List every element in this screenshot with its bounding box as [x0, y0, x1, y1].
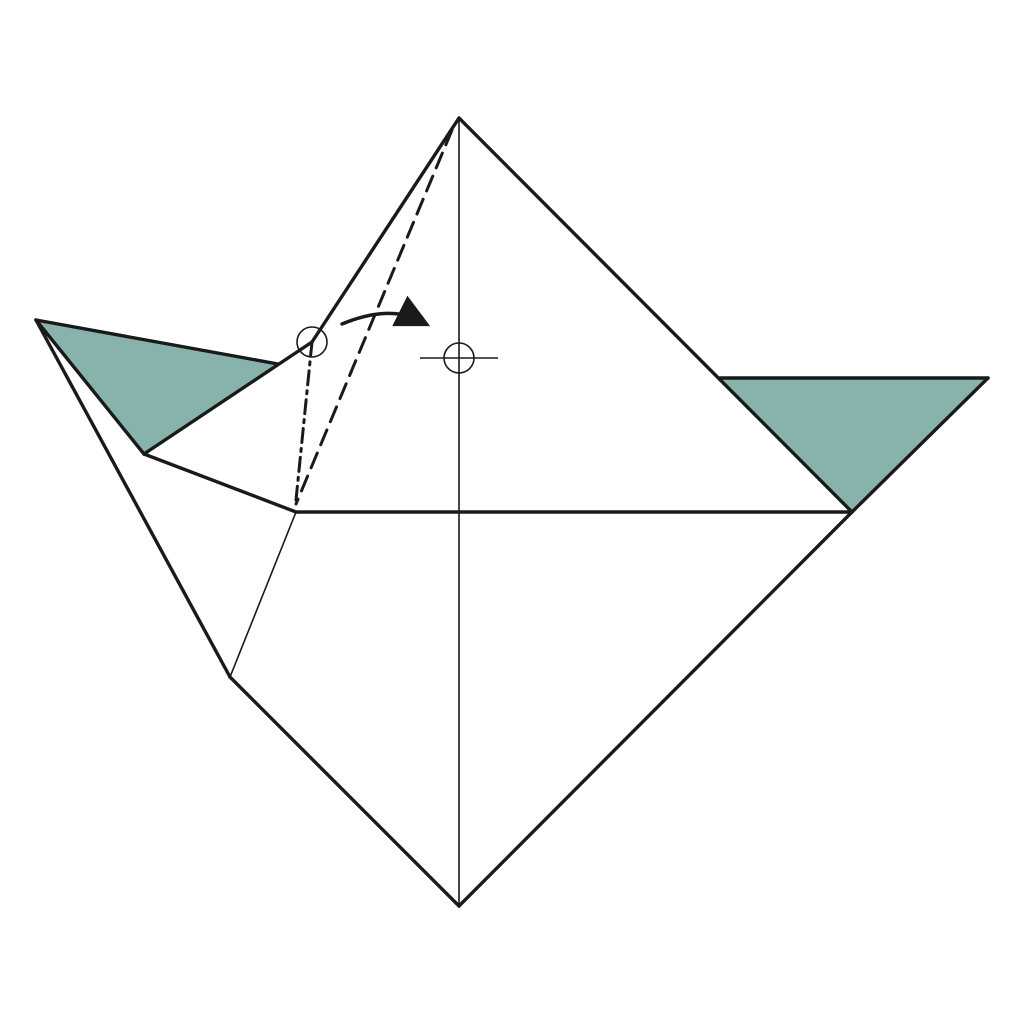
valley-fold-line: [294, 128, 454, 506]
right-colored-flap: [720, 378, 988, 512]
paper-lower-triangle: [230, 512, 852, 906]
paper-left-flap: [36, 320, 296, 677]
paper-upper-triangle: [296, 118, 852, 512]
paper-outline: [34, 116, 990, 908]
source-point-circle: [296, 326, 328, 358]
existing-creases: [229, 117, 460, 907]
mountain-fold-line: [294, 340, 314, 502]
fold-direction-arrow: [340, 295, 431, 327]
target-point-crosshair: [420, 342, 498, 374]
